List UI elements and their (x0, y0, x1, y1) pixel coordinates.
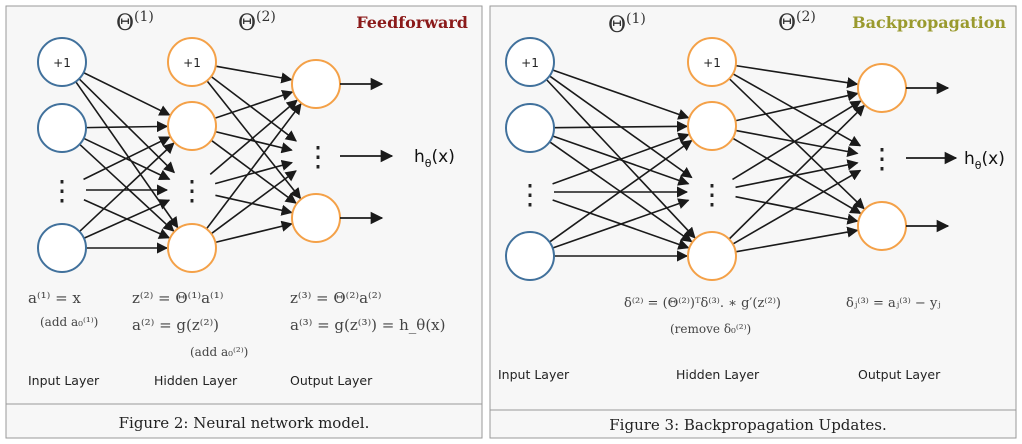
weight-edge (210, 170, 297, 235)
weight-edge (735, 90, 859, 122)
input-ellipsis: ⋮ (48, 174, 76, 207)
weight-edge (549, 139, 693, 243)
weight-edge (215, 194, 293, 216)
weight-edge (83, 71, 171, 116)
input-equation: a⁽¹⁾ = x (28, 289, 81, 307)
weight-edge (83, 199, 171, 239)
weight-edge (552, 69, 690, 120)
hidden-ellipsis: ⋮ (698, 178, 726, 211)
input-bias-node (37, 37, 87, 87)
theta2-label: Θ(2) (778, 9, 816, 36)
input-bias-label: +1 (53, 56, 71, 70)
output-node (291, 193, 341, 243)
output-layer-label: Output Layer (290, 373, 373, 388)
theta1-label: Θ(1) (116, 9, 154, 36)
input-equation-note: (add a₀⁽¹⁾) (40, 315, 98, 329)
weight-edge (215, 220, 293, 244)
panel-border (5, 5, 483, 439)
hidden-node (167, 101, 217, 151)
input-bias-label: +1 (521, 56, 539, 70)
weight-edge (728, 78, 865, 210)
edges-group (75, 65, 302, 254)
hypothesis-label: hθ(x) (414, 147, 455, 170)
input-bias-node (505, 37, 555, 87)
feedforward-panel: +1 +1 ⋮ ⋮ ⋮ Θ(1) Θ(2) Feedforward hθ(x) … (5, 5, 483, 439)
output-node (291, 59, 341, 109)
output-node (857, 63, 907, 113)
weight-edge (728, 104, 866, 240)
weight-edge (552, 198, 690, 249)
hidden-equation-note: (add a₀⁽²⁾) (190, 345, 248, 359)
weight-edge (214, 159, 293, 185)
panel-title: Backpropagation (852, 13, 1006, 32)
output-ellipsis: ⋮ (868, 142, 896, 175)
panel-title: Feedforward (356, 13, 468, 32)
weight-edge (215, 65, 293, 84)
weight-edge (732, 169, 862, 245)
hidden-node (167, 223, 217, 273)
hidden-bias-label: +1 (183, 56, 201, 70)
weight-edge (553, 120, 689, 132)
input-node (505, 103, 555, 153)
hidden-node (687, 231, 737, 281)
input-layer-label: Input Layer (498, 367, 570, 382)
weight-edge (735, 195, 859, 225)
hidden-equation-a: a⁽²⁾ = g(z⁽²⁾) (132, 316, 219, 334)
output-equation-a: a⁽³⁾ = g(z⁽³⁾) = h_θ(x) (290, 316, 445, 334)
weight-edge (83, 136, 171, 181)
weight-edge (552, 132, 690, 185)
hidden-layer-label: Hidden Layer (154, 373, 238, 388)
hypothesis-label: hθ(x) (964, 149, 1005, 172)
weight-edge (210, 139, 297, 204)
input-node (37, 103, 87, 153)
weight-edge (209, 99, 298, 176)
output-node (857, 201, 907, 251)
output-equation-z: z⁽³⁾ = Θ⁽²⁾a⁽²⁾ (290, 289, 381, 307)
backpropagation-panel: +1 +1 ⋮ ⋮ ⋮ Θ(1) Θ(2) Backpropagation hθ… (489, 5, 1017, 439)
weight-edge (215, 130, 293, 154)
hidden-ellipsis: ⋮ (178, 174, 206, 207)
hidden-bias-node (687, 37, 737, 87)
output-delta-equation: δⱼ⁽³⁾ = aⱼ⁽³⁾ − yⱼ (846, 296, 941, 311)
figure-caption: Figure 2: Neural network model. (119, 414, 370, 432)
weight-edge (735, 226, 859, 253)
theta2-label: Θ(2) (238, 9, 276, 36)
figure-caption: Figure 3: Backpropagation Updates. (609, 416, 886, 434)
input-ellipsis: ⋮ (516, 178, 544, 211)
weight-edge (735, 129, 859, 158)
hidden-delta-note: (remove δ₀⁽²⁾) (670, 322, 751, 336)
hidden-node (687, 101, 737, 151)
hidden-bias-node (167, 37, 217, 87)
weight-edge (732, 73, 862, 147)
weight-edge (735, 64, 859, 89)
edges-group (545, 64, 866, 262)
weight-edge (205, 103, 302, 230)
input-node (505, 231, 555, 281)
hidden-layer-label: Hidden Layer (676, 367, 760, 382)
hidden-bias-label: +1 (703, 56, 721, 70)
weight-edge (85, 120, 169, 133)
input-node (37, 223, 87, 273)
theta1-label: Θ(1) (608, 11, 646, 38)
input-layer-label: Input Layer (28, 373, 100, 388)
hidden-equation-z: z⁽²⁾ = Θ⁽¹⁾a⁽¹⁾ (132, 289, 223, 307)
output-ellipsis: ⋮ (304, 140, 332, 173)
weight-edge (735, 159, 859, 189)
output-layer-label: Output Layer (858, 367, 941, 382)
weight-edge (732, 100, 862, 181)
weight-edge (78, 142, 175, 233)
weight-edge (214, 89, 294, 120)
hidden-delta-equation: δ⁽²⁾ = (Θ⁽²⁾)ᵀδ⁽³⁾. ∗ g′(z⁽²⁾) (624, 296, 781, 311)
